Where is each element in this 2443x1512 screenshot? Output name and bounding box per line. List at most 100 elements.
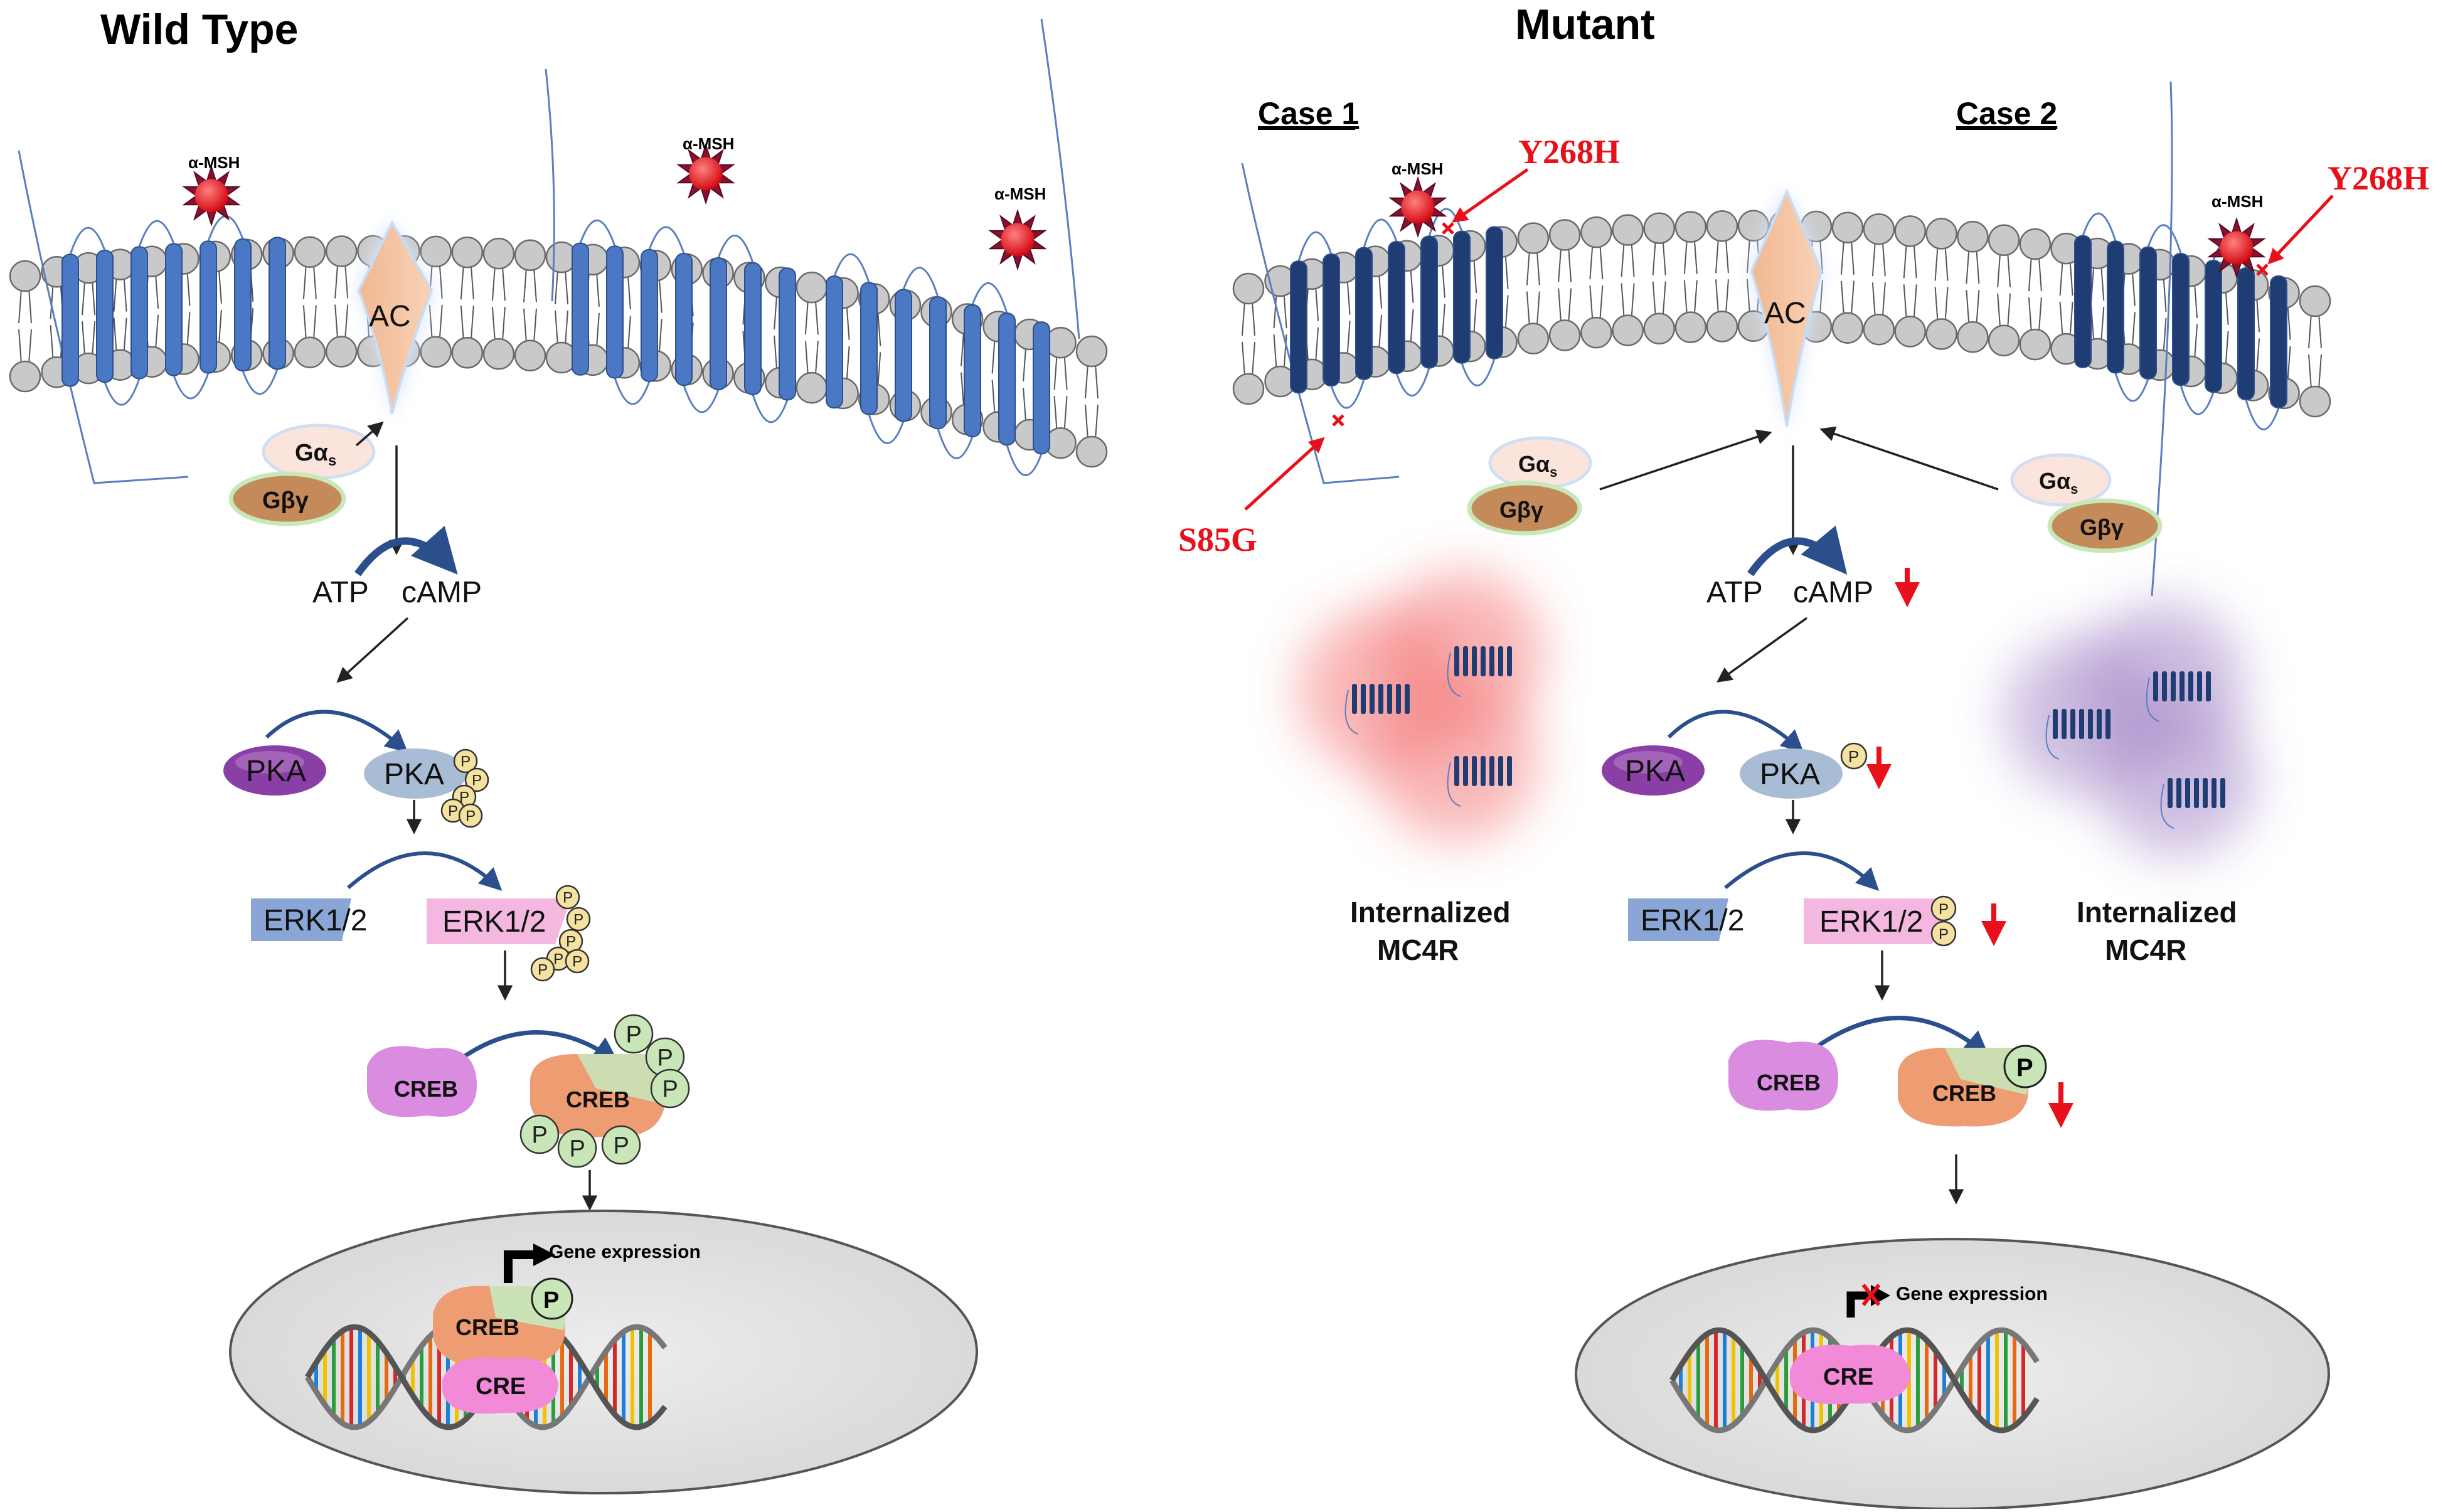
wt-erk-label: ERK1/2 [263,904,367,937]
mut-creb-label: CREB [1757,1070,1821,1095]
lipid-head [451,236,484,269]
transmembrane-helix [2205,260,2222,393]
wt-erk-p-4-text: P [538,962,548,979]
transmembrane-helix [1355,247,1373,380]
wt-pka-p-4: P [458,803,483,828]
mut-ligand-case1-label: α-MSH [1392,159,1443,178]
mut-gene-expression-arrow [1846,1284,1890,1318]
wt-ac-label: AC [369,300,411,333]
lipid-head [1232,373,1265,405]
mut-case1-g-beta-gamma-label: Gβγ [1499,497,1543,523]
case2-label: Case 2 [1956,96,2057,131]
lipid-head [482,338,515,370]
wt-creb-inactive: CREB [367,1046,477,1117]
mut-case2-g-alpha-s: Gαs [2010,453,2112,507]
transmembrane-helix [96,250,114,383]
lipid-head [1517,322,1550,354]
lipid-head [1925,318,1957,350]
mut-erk-label: ERK1/2 [1641,904,1744,937]
lipid-head [1706,311,1738,343]
transmembrane-helix [2139,246,2157,380]
lipid-head [514,339,546,372]
lipid-head [1988,324,2020,357]
wt-pka-p-3-text: P [448,803,458,820]
wt-pka-p-4-text: P [466,808,476,825]
wt-camp-label: cAMP [402,576,482,609]
mut-case2-g-alpha-label: Gαs [2039,468,2078,497]
wt-creb-p-2: P [650,1068,690,1109]
transmembrane-helix [606,245,624,379]
wt-creb-p-0-text: P [625,1022,641,1048]
lipid-head [294,336,326,368]
wt-g-alpha-s: Gαs [262,423,376,480]
wt-ligand-2-label: α-MSH [683,134,734,153]
mut-ligand-case2 [2207,216,2266,279]
lipid-head [1831,211,1864,243]
transmembrane-helix [165,243,183,376]
lipid-head [1957,220,1989,253]
wt-cre: CRE [442,1357,558,1414]
lipid-head [1894,215,1926,247]
mut-case2-g-beta-gamma: Gβγ [2047,498,2163,553]
mut-pka-p: P [1848,747,1859,766]
transmembrane-helix [2074,235,2092,368]
wt-creb-p-1-text: P [657,1045,673,1072]
wt-creb-p-2-text: P [662,1077,678,1103]
wt-pka-active-label: PKA [384,758,444,791]
mut-camp-label: cAMP [1793,576,1873,609]
mut-erk-inactive: ERK1/2 [1628,898,1744,941]
transmembrane-helix [61,253,79,387]
wt-ligand-2 [676,142,735,205]
mut-ac-label: AC [1764,297,1806,330]
lipid-head [1643,212,1675,244]
mut-pka-label: PKA [1625,755,1685,788]
mutation-y268h-case1: Y268H [1442,133,1620,235]
wt-g-alpha-label: Gαs [295,440,336,469]
transmembrane-helix [200,240,217,374]
wt-creb-bound-phosphate: P [531,1277,573,1320]
internalized-label-case2-line2: MC4R [2105,934,2186,966]
mini-receptor-c2-c [2160,778,2225,829]
lipid-head [1831,312,1864,344]
lipid-head [1988,224,2020,257]
lipid-head [9,360,41,393]
mutation-s85g-case1: S85G [1178,414,1344,558]
wt-pka-p-1: P [464,767,489,792]
mut-cre-label: CRE [1823,1364,1873,1390]
mut-erk-active-label: ERK1/2 [1819,905,1923,939]
lipid-head [796,271,828,304]
wt-pka-p-0-text: P [460,753,471,770]
transmembrane-helix [1420,235,1438,369]
wt-erk-p-5-text: P [572,954,582,971]
lipid-head [2299,385,2331,418]
wt-receptor-1 [61,215,286,406]
mut-erk-p2: P [1939,926,1949,943]
lipid-head [1643,312,1675,344]
wt-pka-p-0: P [453,748,478,774]
lipid-head [2299,285,2331,317]
wt-creb-label: CREB [394,1076,458,1102]
transmembrane-helix [860,282,878,415]
wt-ligand-1-label: α-MSH [188,153,240,172]
mc4r-receptors [18,18,2287,597]
wt-ligand-1 [182,164,241,227]
transmembrane-helix [1388,241,1405,375]
wt-receptor-3 [826,253,1050,476]
lipid-head [1075,435,1108,468]
wt-erk-active-label: ERK1/2 [442,905,546,939]
mini-receptor-c1-c [1447,756,1512,807]
wt-erk-active: ERK1/2 [427,898,571,944]
lipid-head [2019,228,2052,260]
lipid-head [1863,213,1895,245]
wt-erk-p-0: P [555,885,580,910]
mut-receptor-case1 [1290,208,1503,409]
wt-erk-p-5: P [565,949,590,974]
lipid-head [325,235,358,267]
lipid-head [514,239,546,272]
lipid-head [1706,210,1738,242]
transmembrane-helix [1323,253,1340,387]
